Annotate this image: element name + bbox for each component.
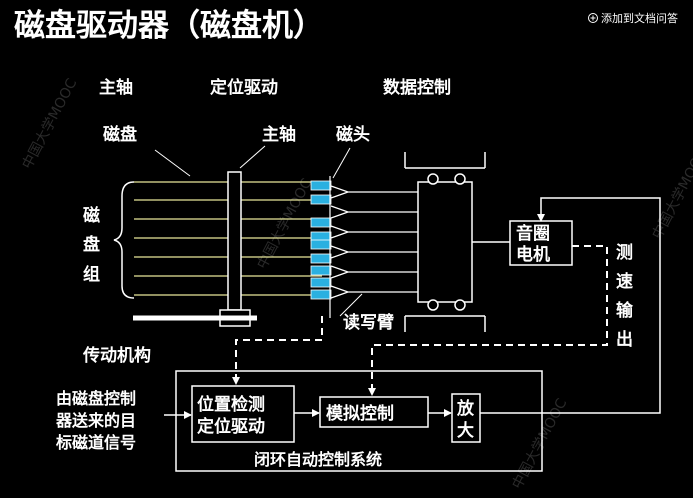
label-analog-control: 模拟控制 bbox=[326, 403, 394, 424]
plus-circle-icon bbox=[588, 13, 598, 23]
access-arm-lower-1 bbox=[330, 191, 349, 199]
access-arm-lower-3 bbox=[330, 231, 349, 239]
add-to-doc-button[interactable]: 添加到文档问答 bbox=[588, 11, 679, 25]
head-block-7 bbox=[310, 265, 332, 276]
watermark-1: 中国大学MOOC bbox=[19, 76, 80, 172]
head-block-9 bbox=[310, 289, 332, 300]
head-block-3 bbox=[310, 217, 332, 228]
label-speed-output-4: 出 bbox=[616, 329, 633, 350]
add-to-doc-label: 添加到文档问答 bbox=[601, 11, 678, 25]
access-arm-lower-6 bbox=[330, 291, 349, 299]
roller-top-left bbox=[427, 173, 439, 185]
label-speed-output-1: 测 bbox=[616, 242, 633, 263]
drive-signal-line bbox=[480, 197, 661, 414]
label-positioning-drive-top: 定位驱动 bbox=[210, 77, 278, 98]
analog-control-box bbox=[319, 396, 429, 428]
label-data-control: 数据控制 bbox=[383, 77, 451, 98]
head-block-8 bbox=[310, 277, 332, 288]
access-arm-6 bbox=[330, 285, 418, 293]
label-from-controller-3: 标磁道信号 bbox=[55, 433, 136, 452]
label-head: 磁头 bbox=[336, 124, 370, 145]
label-read-write-arm: 读写臂 bbox=[343, 312, 394, 333]
access-arm-4 bbox=[330, 245, 418, 253]
label-from-controller-2: 器送来的目 bbox=[55, 411, 136, 430]
amplifier-box bbox=[451, 393, 481, 443]
access-arm-lower-4 bbox=[330, 251, 349, 259]
label-closed-loop: 闭环自动控制系统 bbox=[254, 450, 382, 469]
pointer-disk bbox=[154, 149, 191, 177]
spindle-shaft bbox=[227, 171, 242, 311]
pointer-head bbox=[332, 147, 351, 179]
label-amplify-2: 大 bbox=[457, 420, 474, 441]
head-block-6 bbox=[310, 253, 332, 264]
label-from-controller-1: 由磁盘控制 bbox=[56, 389, 136, 408]
label-voice-coil-motor-2: 电机 bbox=[516, 244, 550, 265]
label-disk: 磁盘 bbox=[103, 124, 137, 145]
page-title: 磁盘驱动器（磁盘机） bbox=[14, 8, 324, 44]
label-spindle: 主轴 bbox=[262, 124, 296, 145]
label-spindle-top: 主轴 bbox=[99, 77, 133, 98]
position-feedback-line bbox=[232, 316, 323, 385]
access-arm-lower-5 bbox=[330, 271, 349, 279]
watermark-3: 中国大学MOOC bbox=[509, 396, 570, 492]
label-disk-group-3: 组 bbox=[83, 264, 100, 285]
label-transmission: 传动机构 bbox=[82, 345, 151, 366]
actuator-housing bbox=[404, 152, 486, 332]
watermark-4: 中国大学MOOC bbox=[649, 146, 693, 242]
access-arm-lower-2 bbox=[330, 211, 349, 219]
label-amplify-1: 放 bbox=[456, 398, 475, 419]
roller-bottom-left bbox=[427, 299, 439, 311]
label-speed-output-2: 速 bbox=[616, 271, 633, 292]
access-arm-1 bbox=[330, 185, 418, 193]
roller-top-right bbox=[454, 173, 466, 185]
disk-group-bracket bbox=[113, 181, 135, 299]
access-arm-3 bbox=[330, 225, 418, 233]
access-arm-5 bbox=[330, 265, 418, 273]
closed-loop-box bbox=[175, 370, 543, 472]
head-assembly bbox=[310, 180, 418, 300]
pointer-read-write-arm bbox=[339, 293, 363, 317]
label-position-detect-1: 位置检测 bbox=[197, 394, 265, 415]
label-position-detect-2: 定位驱动 bbox=[197, 416, 265, 437]
position-detect-box bbox=[191, 385, 295, 443]
head-block-2 bbox=[310, 194, 332, 205]
head-block-1 bbox=[310, 180, 332, 191]
label-voice-coil-motor-1: 音圈 bbox=[516, 223, 550, 244]
speed-feedback-line bbox=[368, 245, 608, 396]
pointer-spindle bbox=[239, 145, 266, 169]
label-disk-group-1: 磁 bbox=[83, 205, 100, 226]
label-speed-output-3: 输 bbox=[616, 300, 634, 321]
roller-bottom-right bbox=[454, 299, 466, 311]
head-block-5 bbox=[310, 239, 332, 250]
label-disk-group-2: 盘 bbox=[83, 234, 100, 255]
access-arm-2 bbox=[330, 205, 418, 213]
